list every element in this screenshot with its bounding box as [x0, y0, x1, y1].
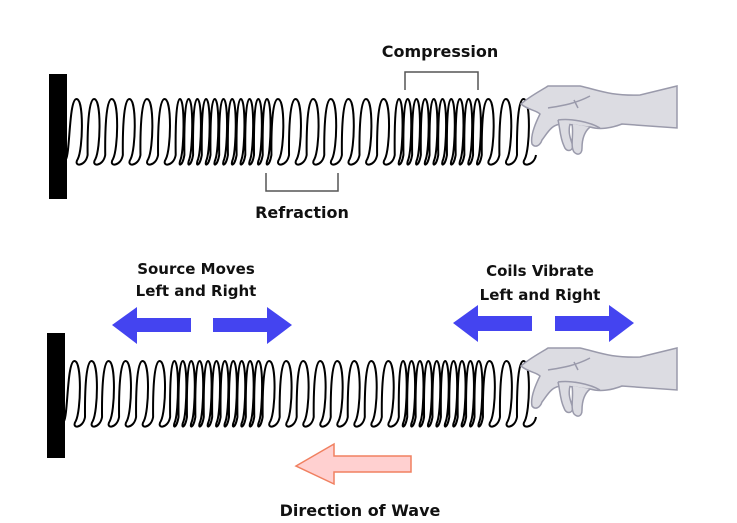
bottom-hand-icon [519, 347, 678, 417]
source-right-arrow-icon [213, 307, 292, 344]
coils-label-line1: Coils Vibrate [486, 262, 594, 280]
top-hand-icon [519, 85, 678, 155]
bottom-spring-coils [63, 359, 537, 428]
refraction-bracket [265, 173, 339, 192]
wave-direction-arrow-icon [294, 442, 412, 486]
top-spring-coils [65, 97, 537, 166]
bottom-spring-path [63, 359, 537, 428]
top-wall [49, 74, 67, 199]
compression-label: Compression [382, 42, 499, 61]
refraction-label: Refraction [255, 203, 349, 222]
coils-label-line2: Left and Right [480, 286, 601, 304]
compression-bracket [404, 71, 479, 90]
bottom-wall [47, 333, 65, 458]
coils-left-arrow-icon [453, 305, 532, 342]
source-left-arrow-icon [112, 307, 191, 344]
coils-right-arrow-icon [555, 305, 634, 342]
source-label-line1: Source Moves [137, 260, 255, 278]
top-spring-path [65, 97, 537, 166]
direction-of-wave-label: Direction of Wave [280, 501, 441, 520]
source-label-line2: Left and Right [136, 282, 257, 300]
